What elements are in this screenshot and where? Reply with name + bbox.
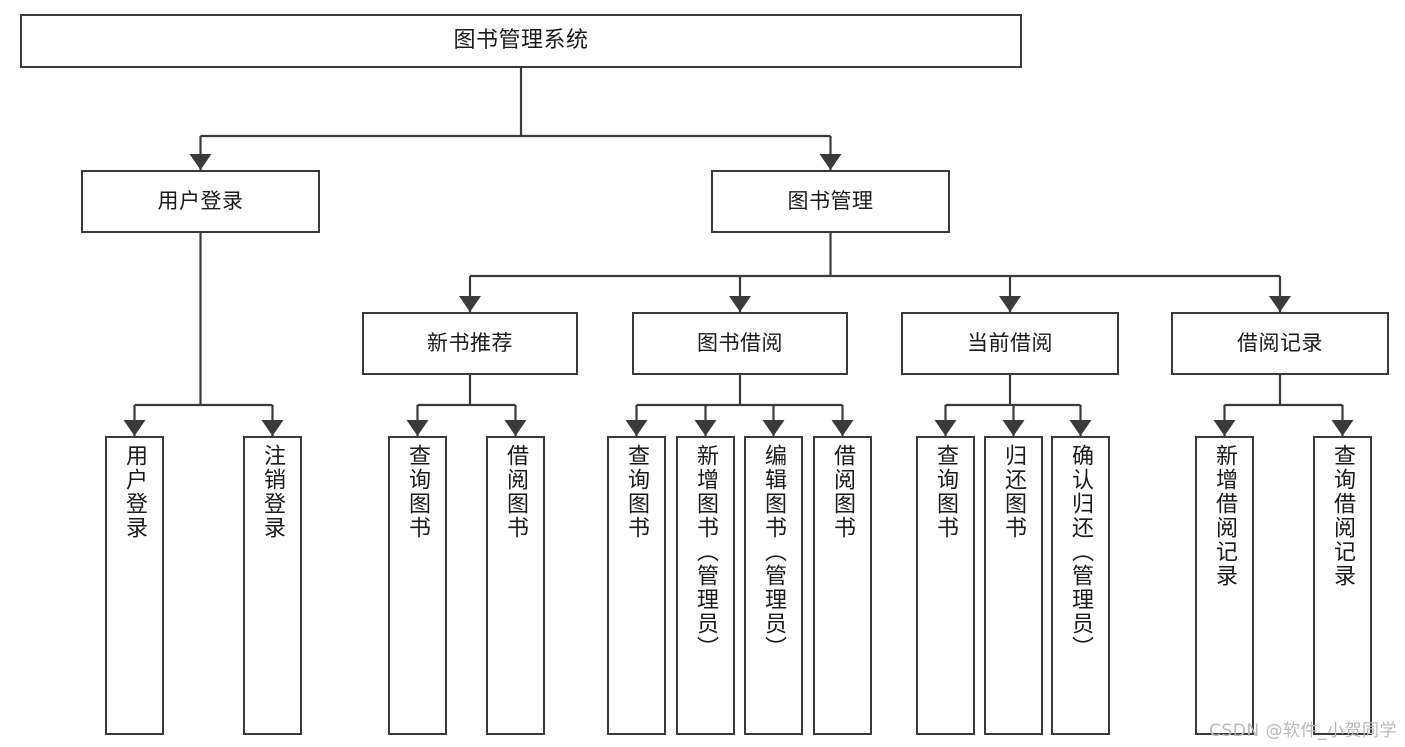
node-new-book-rec[interactable]: 新书推荐	[362, 312, 578, 375]
node-leaf-query-book-3[interactable]: 查询图书	[916, 436, 975, 735]
node-label: 新增图书（管理员）	[693, 444, 719, 660]
node-label: 查询图书	[933, 444, 959, 540]
node-leaf-query-book-1[interactable]: 查询图书	[388, 436, 447, 735]
arrowhead-icon	[406, 420, 429, 436]
node-leaf-confirm-return[interactable]: 确认归还（管理员）	[1051, 436, 1110, 735]
node-leaf-add-record[interactable]: 新增借阅记录	[1195, 436, 1254, 735]
node-label: 借阅记录	[1237, 331, 1323, 356]
node-label: 确认归还（管理员）	[1068, 444, 1094, 660]
node-book-manage[interactable]: 图书管理	[711, 170, 950, 233]
node-label: 查询图书	[624, 444, 650, 540]
arrowhead-icon	[123, 420, 146, 436]
arrowhead-icon	[1269, 296, 1291, 312]
node-borrow-record[interactable]: 借阅记录	[1171, 312, 1389, 375]
arrowhead-icon	[819, 154, 842, 170]
arrowhead-icon	[1069, 420, 1092, 436]
node-root[interactable]: 图书管理系统	[20, 14, 1022, 68]
node-leaf-query-book-2[interactable]: 查询图书	[607, 436, 666, 735]
node-label: 新增借阅记录	[1212, 444, 1238, 588]
arrowhead-icon	[625, 420, 648, 436]
arrowhead-icon	[1002, 420, 1025, 436]
node-label: 图书借阅	[697, 331, 783, 356]
node-label: 查询借阅记录	[1330, 444, 1356, 588]
node-label: 图书管理系统	[453, 27, 589, 53]
arrowhead-icon	[261, 420, 284, 436]
node-label: 用户登录	[122, 444, 148, 540]
node-label: 编辑图书（管理员）	[761, 444, 787, 660]
node-leaf-borrow-book-2[interactable]: 借阅图书	[813, 436, 872, 735]
node-leaf-user-login[interactable]: 用户登录	[105, 436, 164, 735]
node-leaf-edit-book[interactable]: 编辑图书（管理员）	[744, 436, 803, 735]
node-leaf-borrow-book-1[interactable]: 借阅图书	[486, 436, 545, 735]
arrowhead-icon	[762, 420, 785, 436]
node-book-borrow[interactable]: 图书借阅	[632, 312, 848, 375]
node-leaf-user-logout[interactable]: 注销登录	[243, 436, 302, 735]
arrowhead-icon	[694, 420, 717, 436]
node-label: 借阅图书	[830, 444, 856, 540]
arrowhead-icon	[831, 420, 854, 436]
node-label: 当前借阅	[967, 331, 1053, 356]
node-leaf-return-book[interactable]: 归还图书	[984, 436, 1043, 735]
arrowhead-icon	[934, 420, 957, 436]
arrowhead-icon	[1331, 420, 1354, 436]
arrowhead-icon	[189, 154, 212, 170]
node-user-login[interactable]: 用户登录	[81, 170, 320, 233]
arrowhead-icon	[459, 296, 481, 312]
watermark-text: CSDN @软件_小贺同学	[1209, 721, 1397, 741]
node-label: 归还图书	[1001, 444, 1027, 540]
node-label: 新书推荐	[427, 331, 513, 356]
node-label: 用户登录	[157, 189, 244, 214]
arrowhead-icon	[504, 420, 527, 436]
arrowhead-icon	[1213, 420, 1236, 436]
node-current-borrow[interactable]: 当前借阅	[901, 312, 1119, 375]
node-label: 查询图书	[405, 444, 431, 540]
node-leaf-query-record[interactable]: 查询借阅记录	[1313, 436, 1372, 735]
node-leaf-add-book[interactable]: 新增图书（管理员）	[676, 436, 735, 735]
arrowhead-icon	[729, 296, 751, 312]
arrowhead-icon	[999, 296, 1021, 312]
node-label: 注销登录	[260, 444, 286, 540]
node-label: 图书管理	[787, 189, 874, 214]
node-label: 借阅图书	[503, 444, 529, 540]
